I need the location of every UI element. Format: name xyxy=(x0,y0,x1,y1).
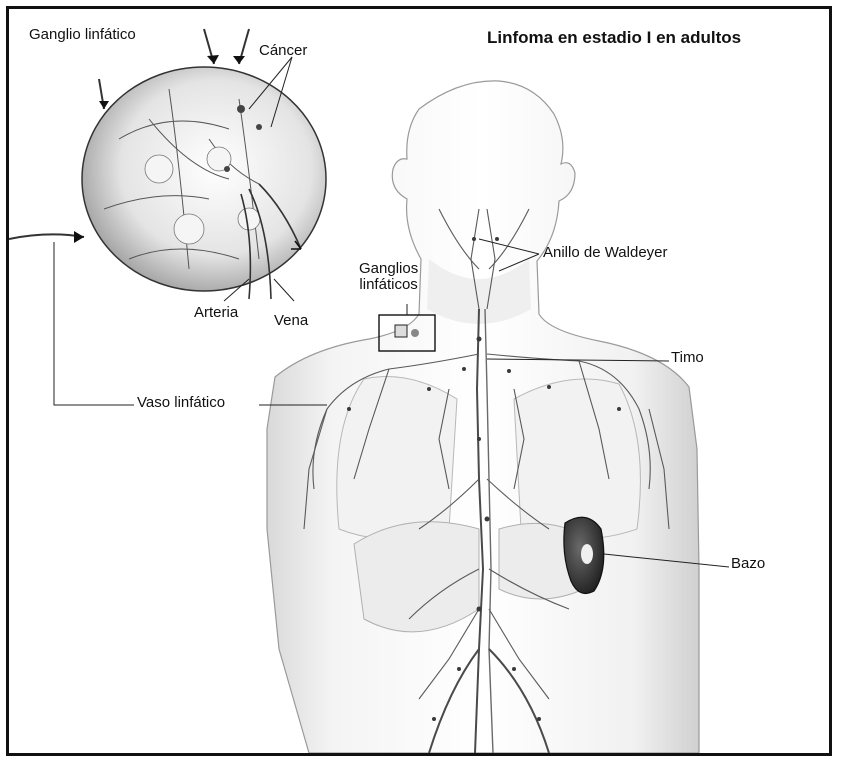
body-silhouette xyxy=(267,81,699,753)
label-arteria: Arteria xyxy=(194,305,238,321)
label-timo: Timo xyxy=(671,350,704,366)
label-vaso-linfatico: Vaso linfático xyxy=(137,395,225,411)
label-vena: Vena xyxy=(274,313,308,329)
diagram-title: Linfoma en estadio I en adultos xyxy=(487,28,741,48)
label-ganglios-linfaticos-line1: Ganglios xyxy=(359,261,418,277)
diagram-frame: Linfoma en estadio I en adultos Ganglio … xyxy=(6,6,832,756)
label-ganglio-linfatico: Ganglio linfático xyxy=(29,27,136,43)
label-cancer: Cáncer xyxy=(259,43,307,59)
label-ganglios-linfaticos-line2: linfáticos xyxy=(359,277,418,293)
magnified-lymph-node xyxy=(9,29,326,299)
label-ganglios-linfaticos: Ganglios linfáticos xyxy=(359,261,418,293)
anatomy-illustration xyxy=(9,9,829,753)
label-bazo: Bazo xyxy=(731,556,765,572)
label-anillo-waldeyer: Anillo de Waldeyer xyxy=(543,245,668,261)
